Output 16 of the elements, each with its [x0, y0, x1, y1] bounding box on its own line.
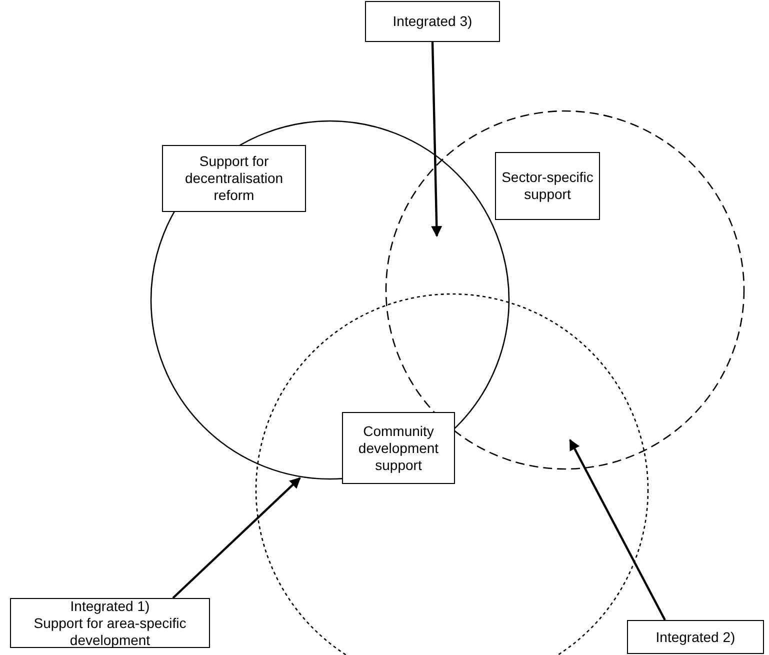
- box-text: Support for decentralisation reform: [184, 153, 284, 204]
- box-text: Integrated 3): [392, 13, 472, 30]
- text-box: [365, 1, 500, 42]
- arrow: [172, 477, 301, 599]
- text-box: [495, 152, 600, 220]
- box-text: Community development support: [357, 422, 440, 474]
- box-text: Support for area-specific development: [32, 614, 188, 648]
- arrow: [431, 42, 442, 238]
- text-box: [342, 412, 455, 484]
- box-text: Sector-specific support: [500, 169, 594, 203]
- text-box: [10, 598, 210, 648]
- box-text: Integrated 2): [656, 628, 736, 646]
- text-box: [162, 145, 306, 212]
- text-box: [627, 620, 764, 654]
- box-text: Integrated 1): [70, 598, 150, 614]
- arrow: [569, 439, 666, 621]
